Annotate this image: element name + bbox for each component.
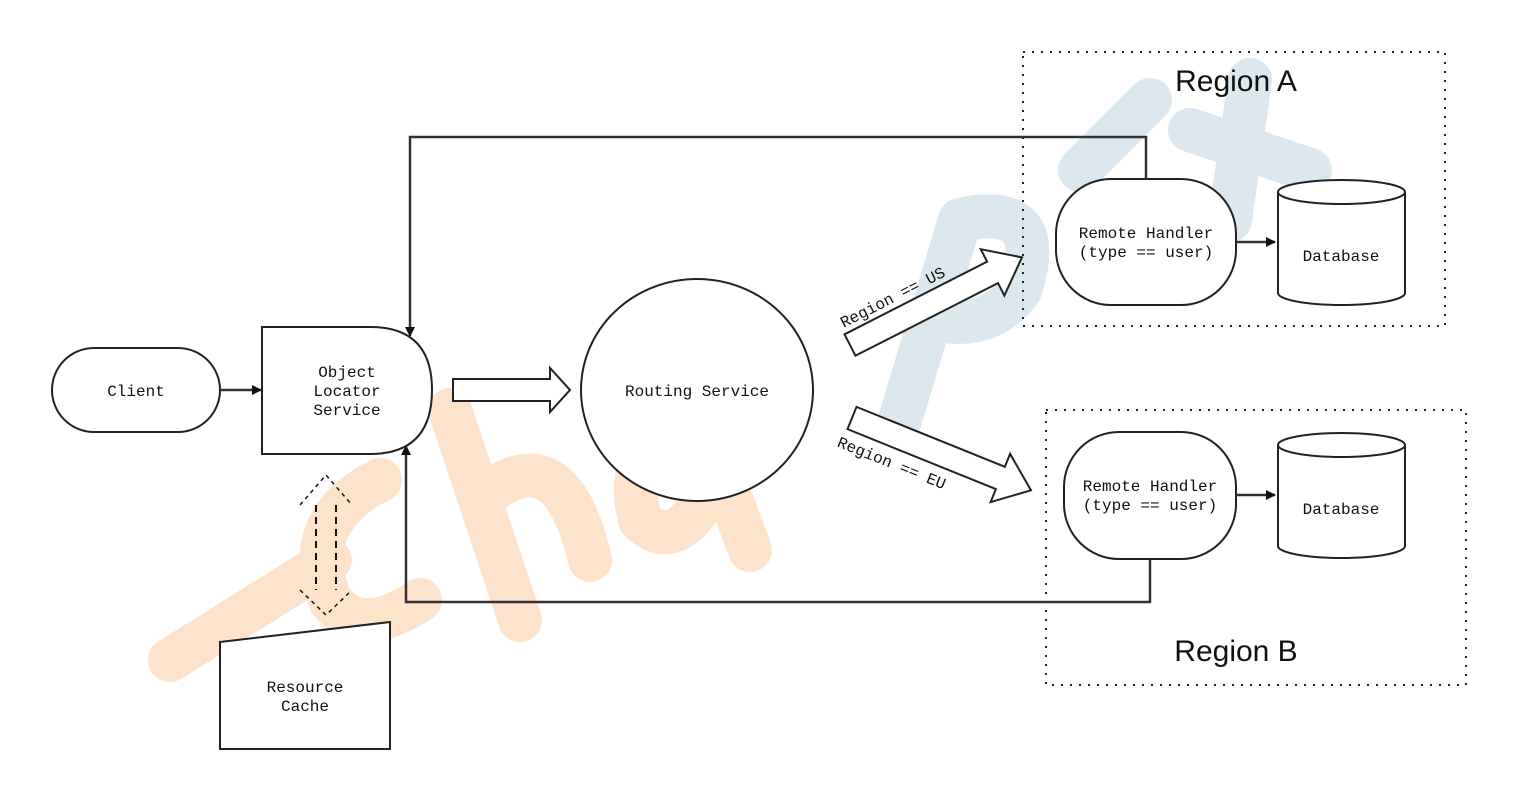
region-a-database[interactable]: Database <box>1277 179 1406 306</box>
resource-cache-node[interactable]: Resource Cache <box>219 620 391 750</box>
object-locator-label-line3: Service <box>313 402 380 420</box>
return-line-region-a <box>405 135 1148 337</box>
region-a-database-label: Database <box>1303 248 1380 266</box>
region-a-handler-line1: Remote Handler <box>1079 225 1213 243</box>
return-line-region-b <box>401 445 1152 604</box>
watermark-p-mark <box>878 194 1050 442</box>
route-eu-arrow: Region == EU <box>834 405 1033 504</box>
object-locator-label-line1: Object <box>318 364 376 382</box>
region-b-database-label: Database <box>1303 501 1380 519</box>
client-node[interactable]: Client <box>51 347 221 433</box>
region-a-title: Region A <box>1175 65 1297 98</box>
resource-cache-label-line1: Resource <box>267 679 344 697</box>
routing-service-node[interactable]: Routing Service <box>580 278 814 502</box>
object-locator-label-line2: Locator <box>313 383 380 401</box>
watermark-h-mark <box>428 388 612 642</box>
cache-bidirectional-arrow <box>299 473 353 617</box>
watermark-c-mark <box>299 458 442 642</box>
region-b-handler-line1: Remote Handler <box>1083 478 1217 496</box>
client-label: Client <box>107 383 165 401</box>
resource-cache-label-line2: Cache <box>281 698 329 716</box>
region-b-title: Region B <box>1174 635 1297 668</box>
watermark-plus-mark <box>1058 58 1332 242</box>
region-a-handler-line2: (type == user) <box>1079 244 1213 262</box>
region-b-remote-handler[interactable]: Remote Handler (type == user) <box>1063 431 1237 560</box>
region-b-handler-line2: (type == user) <box>1083 497 1217 515</box>
region-b-boundary <box>1045 409 1467 686</box>
region-a-boundary <box>1022 51 1446 327</box>
region-b-database[interactable]: Database <box>1277 432 1406 559</box>
routing-service-label: Routing Service <box>625 383 769 401</box>
object-locator-service-node[interactable]: Object Locator Service <box>261 326 434 455</box>
locator-to-routing-arrow <box>452 365 572 415</box>
region-a-remote-handler[interactable]: Remote Handler (type == user) <box>1055 178 1237 306</box>
